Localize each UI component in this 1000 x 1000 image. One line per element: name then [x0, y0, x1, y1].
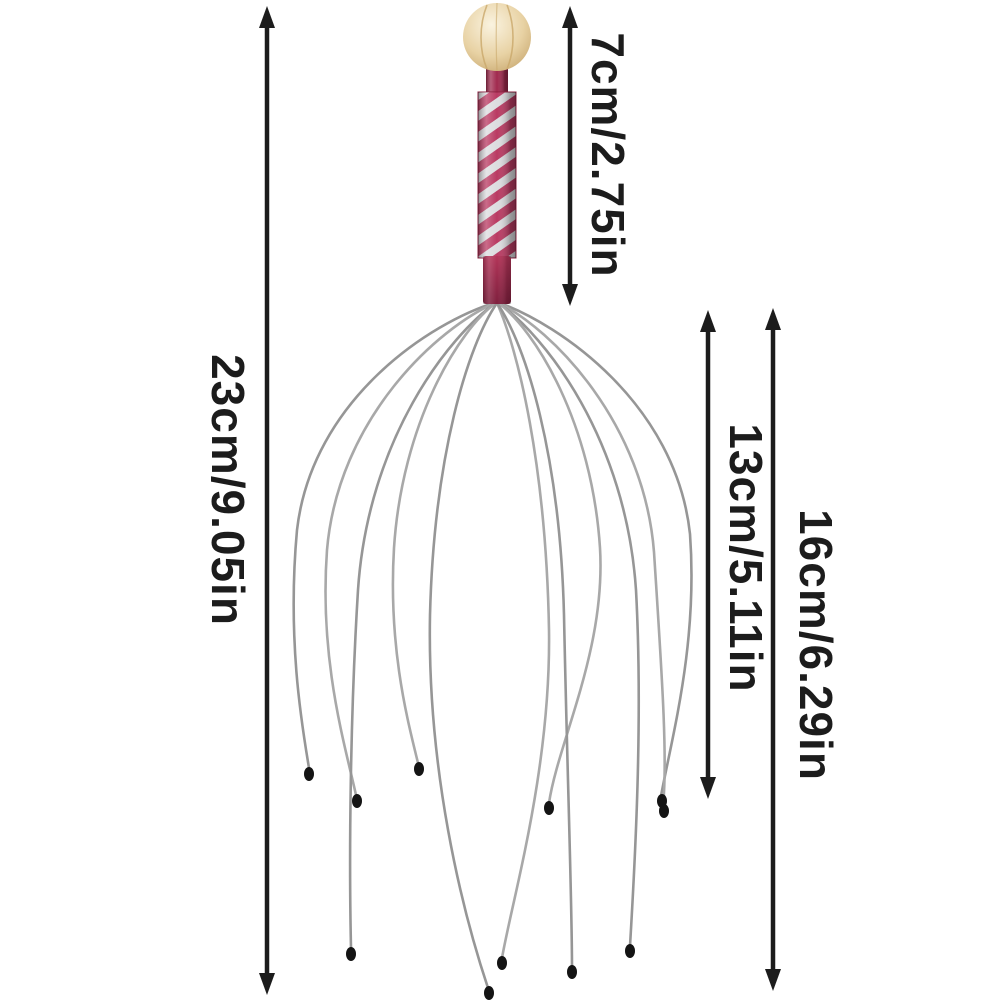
massager-wires: [292, 300, 693, 1000]
wire-tip-bead: [304, 767, 314, 781]
wire-strand: [495, 300, 666, 808]
wooden-ball: [463, 3, 531, 71]
wire-strand: [348, 300, 499, 950]
wooden-ball-seam: [506, 4, 514, 70]
wire-strand: [428, 301, 499, 990]
dimension-label-handle-length: 7cm/2.75in: [582, 32, 634, 277]
wire-tip-bead: [352, 794, 362, 808]
wire-tip-bead: [659, 804, 669, 818]
wire-tip-bead: [414, 762, 424, 776]
arrow-up-icon: [765, 308, 781, 330]
wire-tip-beads: [304, 762, 669, 1000]
arrow-down-icon: [259, 973, 275, 995]
massager-handle: [463, 2, 531, 304]
wire-strand: [391, 300, 499, 765]
wire-tip-bead: [484, 986, 494, 1000]
wooden-ball-seam: [480, 4, 488, 70]
arrow-down-icon: [700, 777, 716, 799]
dimension-arrow-outer-wire-length: 16cm/6.29in: [765, 308, 842, 991]
wire-strand: [495, 301, 551, 960]
arrow-down-icon: [562, 284, 578, 306]
wooden-ball-seam: [495, 2, 498, 72]
dimension-label-overall-height: 23cm/9.05in: [202, 354, 254, 626]
arrow-down-icon: [765, 969, 781, 991]
wire-tip-bead: [567, 965, 577, 979]
dimension-label-inner-wire-length: 13cm/5.11in: [720, 423, 772, 692]
handle-spiral-shade: [478, 92, 516, 258]
arrow-up-icon: [700, 310, 716, 332]
dimension-arrow-inner-wire-length: 13cm/5.11in: [700, 310, 772, 799]
wire-strand: [324, 300, 499, 797]
wire-strand: [292, 300, 499, 770]
wire-tip-bead: [346, 947, 356, 961]
arrow-up-icon: [259, 6, 275, 28]
dimension-arrow-handle-length: 7cm/2.75in: [562, 6, 634, 306]
wire-strand: [495, 300, 693, 798]
wire-tip-bead: [544, 801, 554, 815]
wire-tip-bead: [625, 944, 635, 958]
arrow-up-icon: [562, 6, 578, 28]
dimension-arrow-overall-height: 23cm/9.05in: [202, 6, 275, 995]
wire-strand: [495, 300, 641, 948]
handle-neck-shade: [486, 64, 508, 94]
wire-tip-bead: [497, 956, 507, 970]
dimension-label-outer-wire-length: 16cm/6.29in: [790, 509, 842, 781]
handle-collar-shade: [483, 256, 511, 304]
wire-strand: [495, 301, 574, 970]
